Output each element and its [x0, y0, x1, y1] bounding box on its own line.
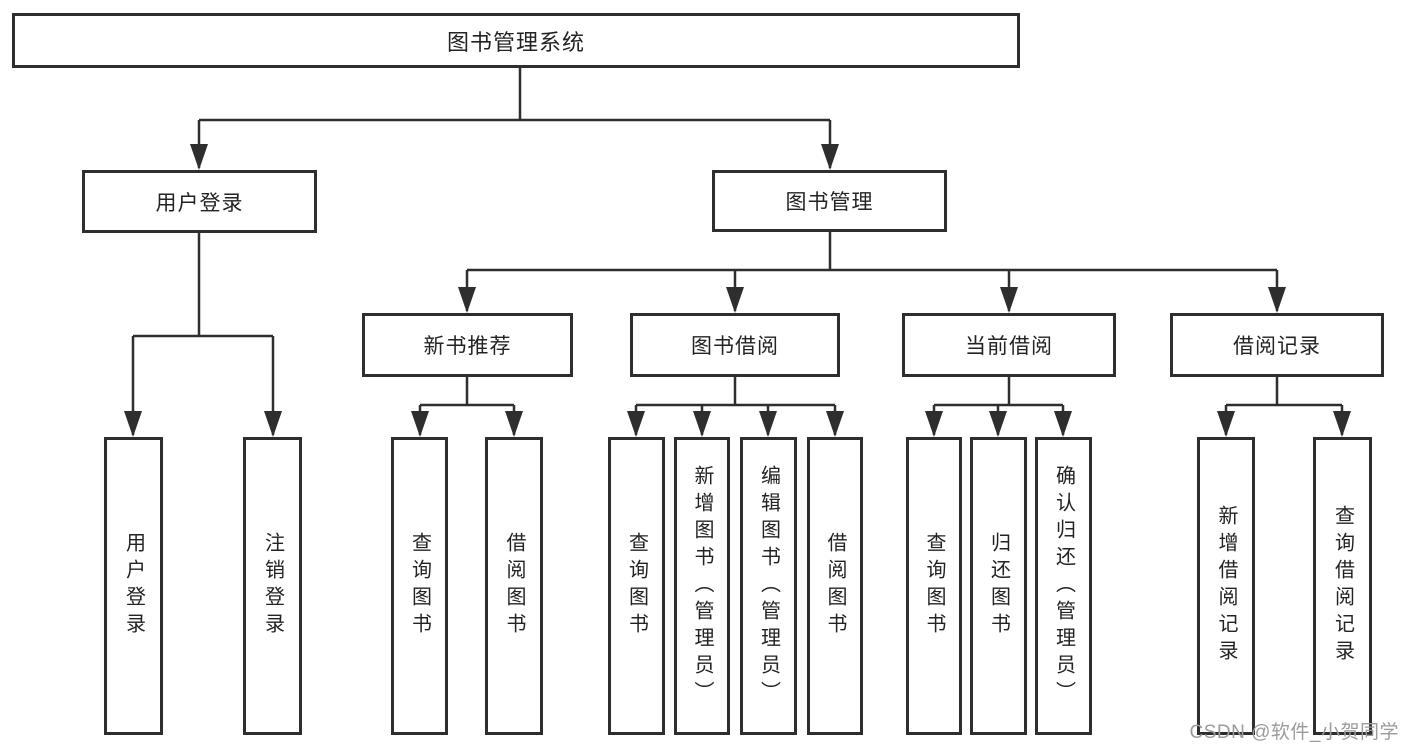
node-label: 注销登录: [261, 532, 284, 640]
node-user-login: 用户登录: [82, 170, 317, 233]
leaf-edit-book-admin: 编辑图书（管理员）: [740, 437, 797, 735]
node-label: 查询图书: [923, 532, 945, 640]
node-label: 用户登录: [155, 191, 244, 215]
leaf-user-login: 用户登录: [104, 437, 163, 735]
arrowhead: [989, 411, 1007, 437]
arrowhead: [1268, 287, 1286, 313]
arrowhead: [124, 411, 142, 437]
arrowhead: [826, 411, 844, 437]
leaf-query-books-recommend: 查询图书: [391, 437, 448, 735]
leaf-return-books: 归还图书: [970, 437, 1027, 735]
csdn-watermark: CSDN @软件_小贺同学: [1189, 722, 1399, 743]
node-label: 当前借阅: [965, 335, 1053, 358]
arrowhead: [759, 411, 777, 437]
node-label: 新增借阅记录: [1215, 505, 1237, 667]
connector-userlogin-to-leaves: [131, 233, 275, 435]
leaf-add-borrow-record: 新增借阅记录: [1197, 437, 1255, 735]
node-label: 确认归还（管理员）: [1052, 464, 1075, 708]
arrowhead: [821, 144, 839, 170]
arrowhead: [1054, 411, 1072, 437]
connector-bookborrow-to-leaves: [634, 377, 837, 435]
connector-records-to-leaves: [1224, 377, 1344, 435]
leaf-query-books-borrowing: 查询图书: [608, 437, 665, 735]
arrowhead: [411, 411, 429, 437]
leaf-borrow-books-borrowing: 借阅图书: [807, 437, 863, 735]
node-label: 归还图书: [987, 532, 1010, 640]
arrowhead: [627, 411, 645, 437]
arrowhead: [1333, 411, 1351, 437]
arrowhead: [1217, 411, 1235, 437]
arrowhead: [925, 411, 943, 437]
node-label: 编辑图书（管理员）: [757, 464, 780, 708]
node-label: 查询借阅记录: [1331, 505, 1354, 667]
leaf-add-book-admin: 新增图书（管理员）: [674, 437, 730, 735]
arrowhead: [264, 411, 282, 437]
node-label: 借阅图书: [824, 532, 846, 640]
arrowhead: [693, 411, 711, 437]
arrowhead: [505, 411, 523, 437]
node-label: 新书推荐: [423, 335, 512, 358]
arrowhead: [1000, 287, 1018, 313]
node-label: 用户登录: [122, 532, 145, 640]
node-label: 新增图书（管理员）: [691, 464, 713, 708]
node-label: 查询图书: [625, 532, 648, 640]
connector-root-to-level2: [197, 68, 832, 168]
node-label: 借阅记录: [1233, 335, 1321, 358]
node-current-borrowing: 当前借阅: [902, 313, 1116, 377]
node-borrowing-records: 借阅记录: [1170, 313, 1384, 377]
arrowhead: [458, 287, 476, 313]
node-book-management: 图书管理: [712, 170, 947, 232]
arrowhead: [726, 287, 744, 313]
node-label: 图书管理系统: [446, 29, 585, 55]
connector-newbook-to-leaves: [418, 377, 516, 435]
node-book-borrowing: 图书借阅: [630, 313, 840, 377]
leaf-borrow-books-recommend: 借阅图书: [485, 437, 543, 735]
node-library-management-system: 图书管理系统: [12, 13, 1020, 68]
connector-bookmgmt-to-level3: [465, 232, 1279, 311]
leaf-query-borrow-record: 查询借阅记录: [1313, 437, 1372, 735]
arrowhead: [190, 144, 208, 170]
leaf-confirm-return-admin: 确认归还（管理员）: [1035, 437, 1092, 735]
leaf-query-books-current: 查询图书: [906, 437, 962, 735]
node-label: 图书借阅: [691, 335, 779, 358]
node-label: 查询图书: [408, 532, 431, 640]
node-label: 图书管理: [785, 191, 874, 214]
arrowheads: [124, 144, 1351, 437]
node-new-book-recommendation: 新书推荐: [362, 313, 573, 377]
node-label: 借阅图书: [503, 532, 525, 640]
leaf-logout: 注销登录: [243, 437, 302, 735]
